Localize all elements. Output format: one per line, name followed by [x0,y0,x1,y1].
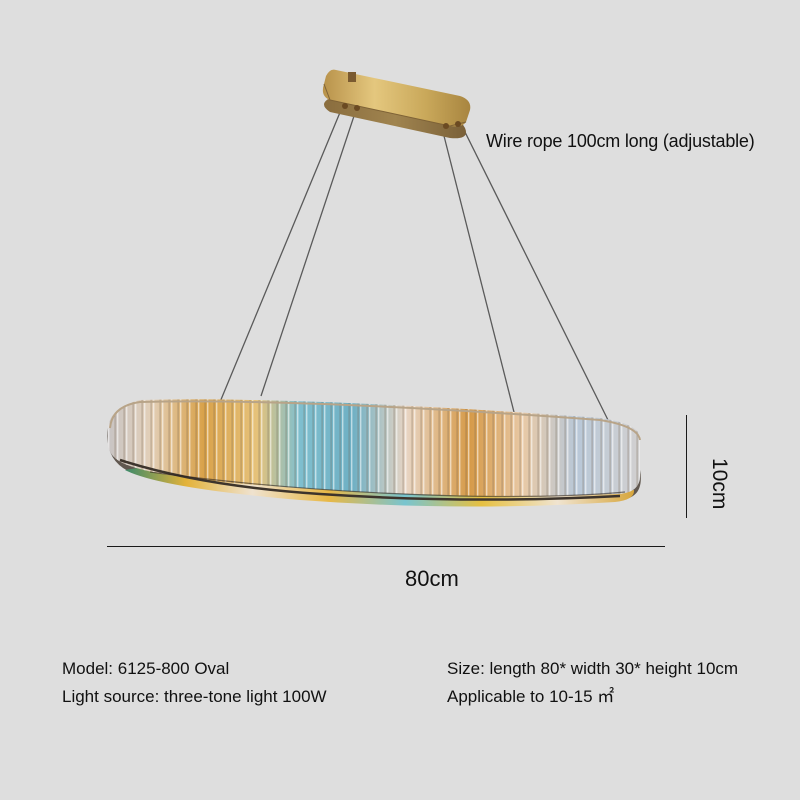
width-dimension-line [107,546,665,547]
wire-rope-annotation: Wire rope 100cm long (adjustable) [486,131,755,151]
height-dimension-line [686,415,687,518]
spec-applicable-area: Applicable to 10-15 ㎡ [447,687,615,706]
spec-size: Size: length 80* width 30* height 10cm [447,659,739,678]
suspension-wires [219,109,609,421]
ceiling-canopy [322,69,471,139]
width-dimension-label: 80cm [405,566,459,591]
crystal-oval-ring [107,399,641,507]
height-dimension-label: 10cm [708,458,731,510]
specs-right-column: Size: length 80* width 30* height 10cm A… [447,655,738,711]
specs-left-column: Model: 6125-800 Oval Light source: three… [62,655,327,711]
spec-model: Model: 6125-800 Oval [62,659,230,678]
spec-light-source: Light source: three-tone light 100W [62,687,327,706]
